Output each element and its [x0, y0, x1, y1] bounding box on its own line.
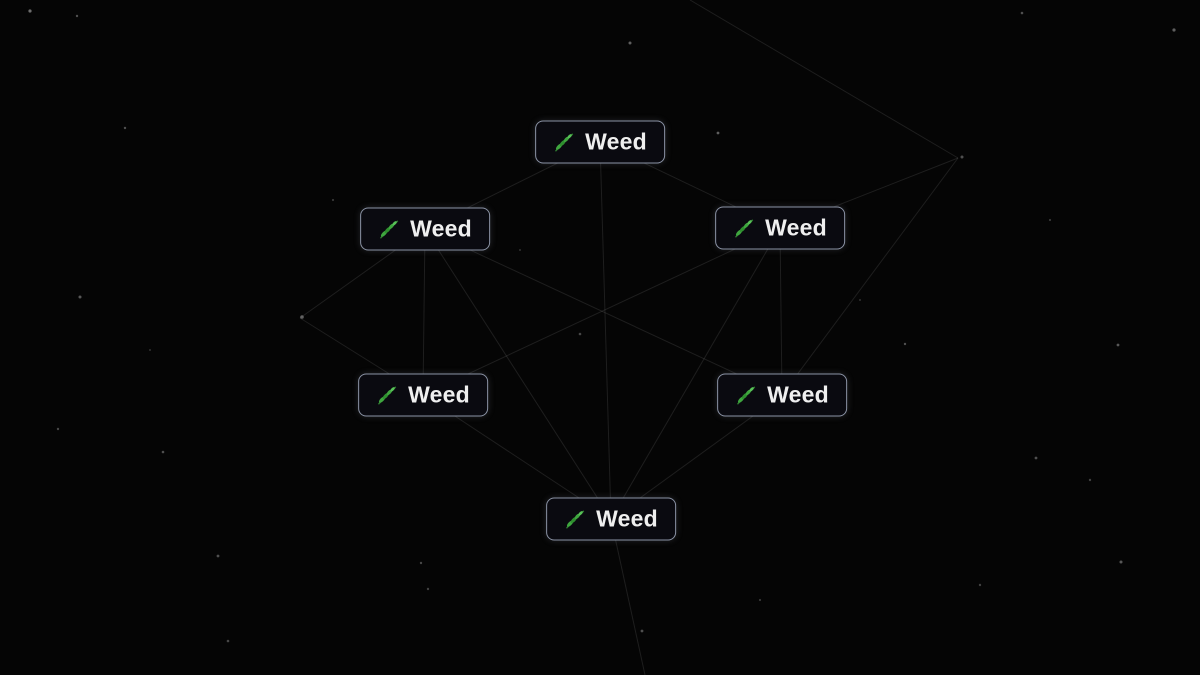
craft-node-label: Weed [410, 215, 472, 242]
star-dot [628, 41, 632, 45]
star-dot [1034, 456, 1038, 460]
connection-line [599, 141, 612, 520]
star-dot [149, 349, 151, 351]
herb-icon [378, 218, 400, 240]
craft-node-weed-upper-right[interactable]: Weed [715, 206, 845, 250]
star-dot [226, 639, 230, 643]
star-dot [716, 131, 720, 135]
star-dot [640, 629, 644, 633]
star-dot [1172, 28, 1176, 32]
connection-line [610, 518, 646, 675]
star-dot [960, 155, 964, 159]
star-dot [519, 249, 521, 251]
herb-icon [376, 384, 398, 406]
connection-line [781, 157, 959, 396]
craft-node-weed-mid-left[interactable]: Weed [358, 373, 488, 417]
connection-line [424, 228, 612, 520]
star-dot [331, 198, 335, 202]
craft-node-weed-mid-right[interactable]: Weed [717, 373, 847, 417]
herb-icon [733, 217, 755, 239]
craft-node-weed-bottom[interactable]: Weed [546, 497, 676, 541]
star-dot [1116, 343, 1120, 347]
star-dot [75, 14, 79, 18]
star-dot [903, 342, 907, 346]
connection-line [424, 228, 783, 396]
connection-line [422, 227, 781, 396]
craft-node-label: Weed [765, 214, 827, 241]
star-dot [419, 561, 423, 565]
craft-node-label: Weed [767, 381, 829, 408]
star-dot [161, 450, 165, 454]
craft-node-weed-top[interactable]: Weed [535, 120, 665, 164]
star-dot [300, 315, 304, 319]
star-dot [216, 554, 220, 558]
herb-icon [553, 131, 575, 153]
star-dot [56, 427, 60, 431]
star-dot [78, 295, 82, 299]
star-dot [28, 9, 32, 13]
star-dot [1048, 218, 1052, 222]
connection-line [610, 227, 781, 520]
herb-icon [564, 508, 586, 530]
star-dot [1088, 478, 1092, 482]
star-dot [578, 332, 582, 336]
craft-node-weed-upper-left[interactable]: Weed [360, 207, 490, 251]
herb-icon [735, 384, 757, 406]
craft-node-label: Weed [585, 128, 647, 155]
star-dot [978, 583, 982, 587]
craft-node-label: Weed [596, 505, 658, 532]
star-dot [1020, 11, 1024, 15]
star-dot [1119, 560, 1123, 564]
connection-line [422, 228, 426, 396]
connection-line [689, 0, 959, 159]
connection-line [779, 227, 783, 396]
star-dot [123, 126, 127, 130]
star-dot [426, 587, 430, 591]
star-dot [758, 598, 762, 602]
star-dot [859, 299, 861, 301]
craft-node-label: Weed [408, 381, 470, 408]
